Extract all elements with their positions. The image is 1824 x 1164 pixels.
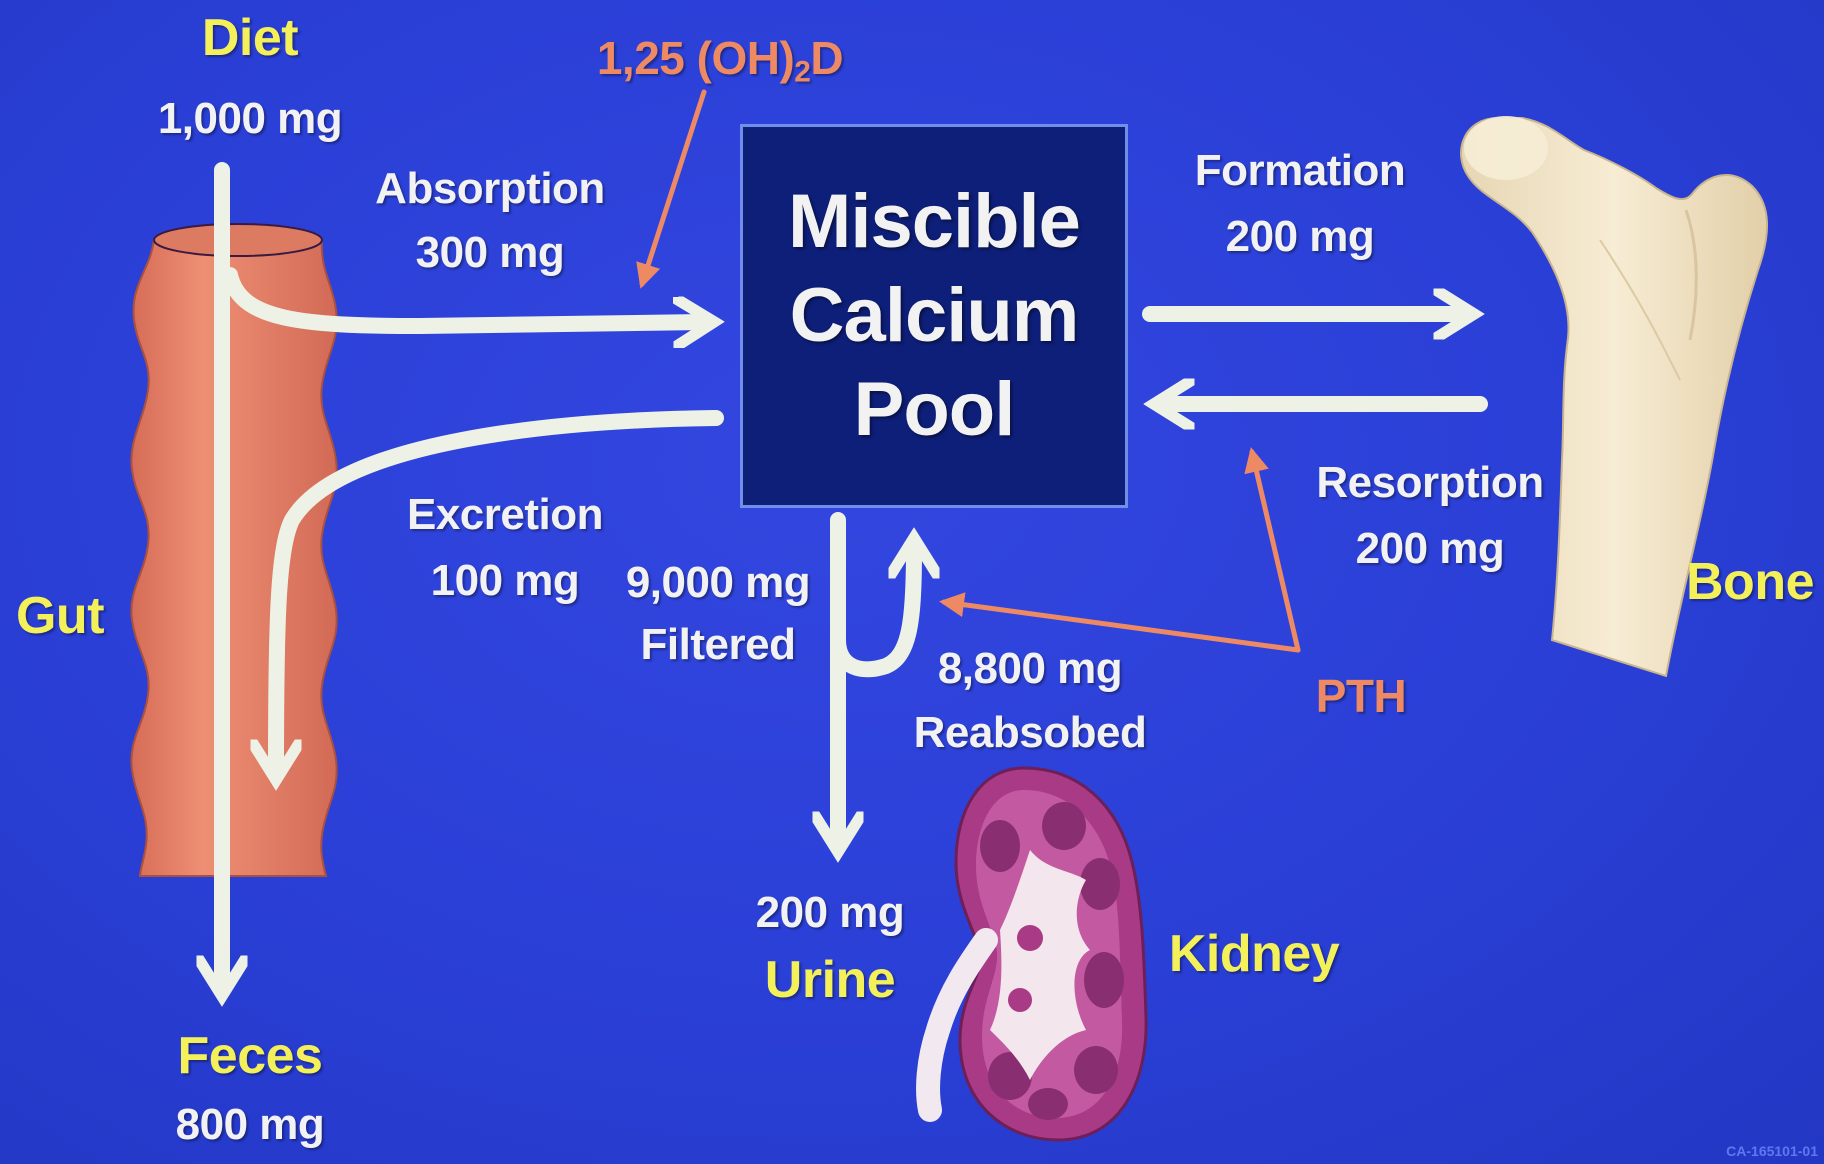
reabsorbed-amount: 8,800 mg	[900, 638, 1160, 700]
vitamin-d-arrow	[642, 92, 704, 284]
miscible-calcium-pool-box: Miscible Calcium Pool	[740, 124, 1128, 508]
kidney-label: Kidney	[1154, 924, 1354, 984]
formation-amount: 200 mg	[1170, 206, 1430, 268]
pool-label-line1: Miscible	[788, 175, 1080, 269]
slide-code: CA-165101-01	[1726, 1142, 1818, 1160]
pth-label: PTH	[1296, 668, 1426, 724]
excretion-amount: 100 mg	[380, 550, 630, 612]
feces-amount: 800 mg	[150, 1094, 350, 1156]
feces-label: Feces	[150, 1026, 350, 1086]
diet-amount: 1,000 mg	[140, 88, 360, 150]
formation-label: Formation	[1170, 140, 1430, 202]
excretion-label: Excretion	[380, 484, 630, 546]
gut-label: Gut	[0, 586, 120, 646]
reabsorbed-label: Reabsobed	[900, 702, 1160, 764]
diet-label: Diet	[170, 8, 330, 68]
resorption-amount: 200 mg	[1300, 518, 1560, 580]
absorption-amount: 300 mg	[360, 222, 620, 284]
filtered-label: Filtered	[608, 614, 828, 676]
vitamin-d-label: 1,25 (OH)2D	[570, 30, 870, 86]
pth-to-bone-arrow	[1252, 452, 1298, 650]
pool-label-line3: Pool	[854, 363, 1015, 457]
filtered-amount: 9,000 mg	[608, 552, 828, 614]
resorption-label: Resorption	[1300, 452, 1560, 514]
bone-label: Bone	[1680, 552, 1820, 612]
urine-amount: 200 mg	[730, 882, 930, 944]
absorption-label: Absorption	[360, 158, 620, 220]
urine-label: Urine	[730, 950, 930, 1010]
kidney-illustration	[928, 768, 1146, 1140]
pool-label-line2: Calcium	[790, 269, 1079, 363]
